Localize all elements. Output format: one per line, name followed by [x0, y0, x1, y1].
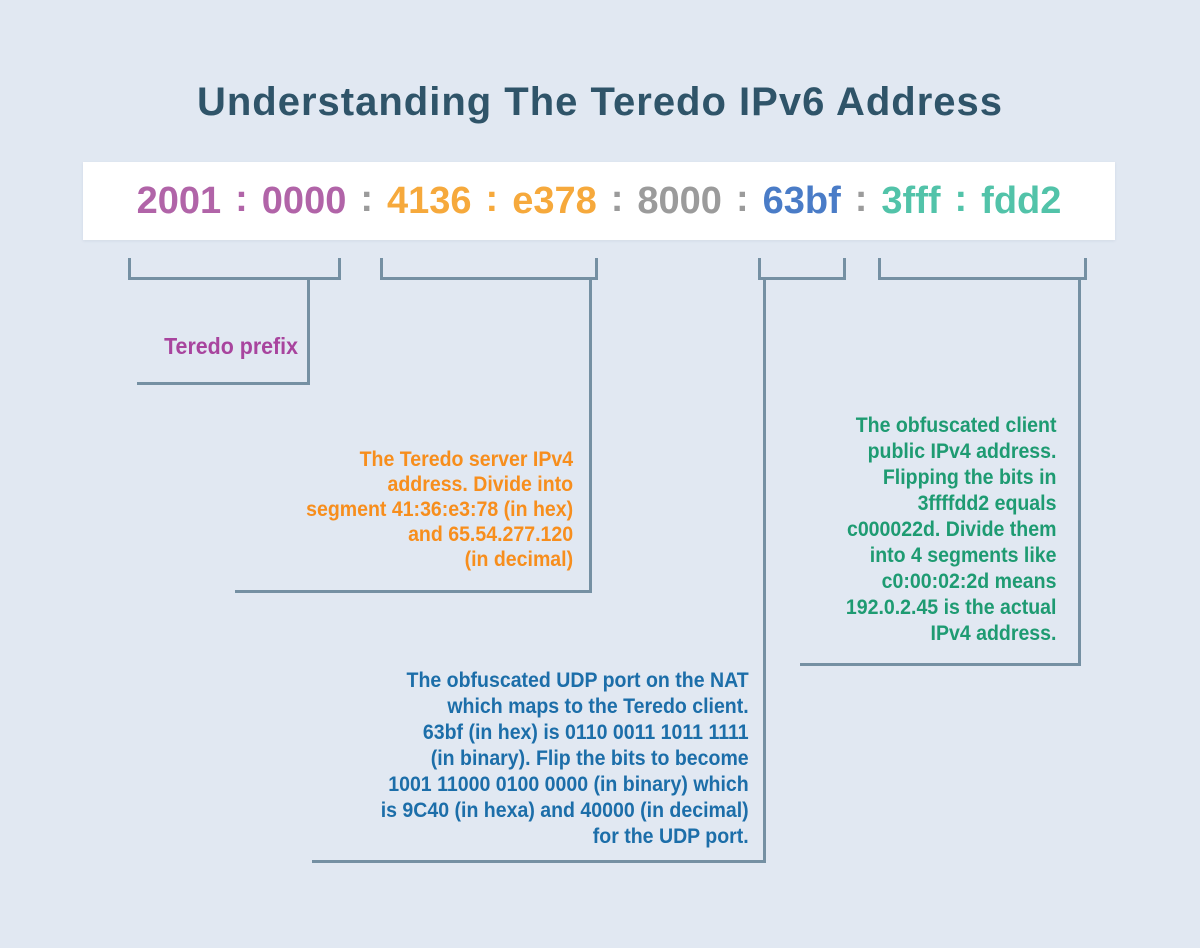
bracket-port — [758, 258, 846, 280]
address-segment: 4136 — [387, 179, 472, 222]
connector-client — [800, 280, 1081, 666]
address-segment: 2001 — [136, 179, 222, 222]
annotation-prefix-label: Teredo prefix — [164, 333, 298, 359]
bracket-server — [380, 258, 598, 280]
annotation-server-text: The Teredo server IPv4 address. Divide i… — [305, 448, 573, 571]
connector-port — [312, 280, 766, 863]
bracket-client — [878, 258, 1087, 280]
address-segment: 3fff — [881, 179, 941, 222]
address-separator: : — [954, 177, 968, 220]
annotation-port-text: The obfuscated UDP port on the NAT which… — [381, 669, 749, 848]
address-segment: e378 — [512, 179, 597, 222]
address-segment: 0000 — [261, 179, 347, 222]
address-separator: : — [610, 177, 624, 220]
address-segment: fdd2 — [981, 179, 1062, 222]
address-separator: : — [235, 177, 248, 220]
ipv6-address: 2001:0000:4136:e378:8000:63bf:3fff:fdd2 — [83, 162, 1115, 240]
address-separator: : — [735, 177, 749, 220]
bracket-prefix — [128, 258, 341, 280]
connector-server — [235, 280, 592, 593]
page-title: Understanding The Teredo IPv6 Address — [196, 80, 1004, 124]
address-separator: : — [485, 177, 499, 220]
address-separator: : — [360, 177, 373, 220]
connector-prefix — [137, 280, 310, 385]
address-segment: 63bf — [762, 179, 841, 222]
annotation-client-text: The obfuscated client public IPv4 addres… — [845, 414, 1056, 645]
address-separator: : — [854, 177, 868, 220]
address-segment: 8000 — [637, 179, 722, 222]
